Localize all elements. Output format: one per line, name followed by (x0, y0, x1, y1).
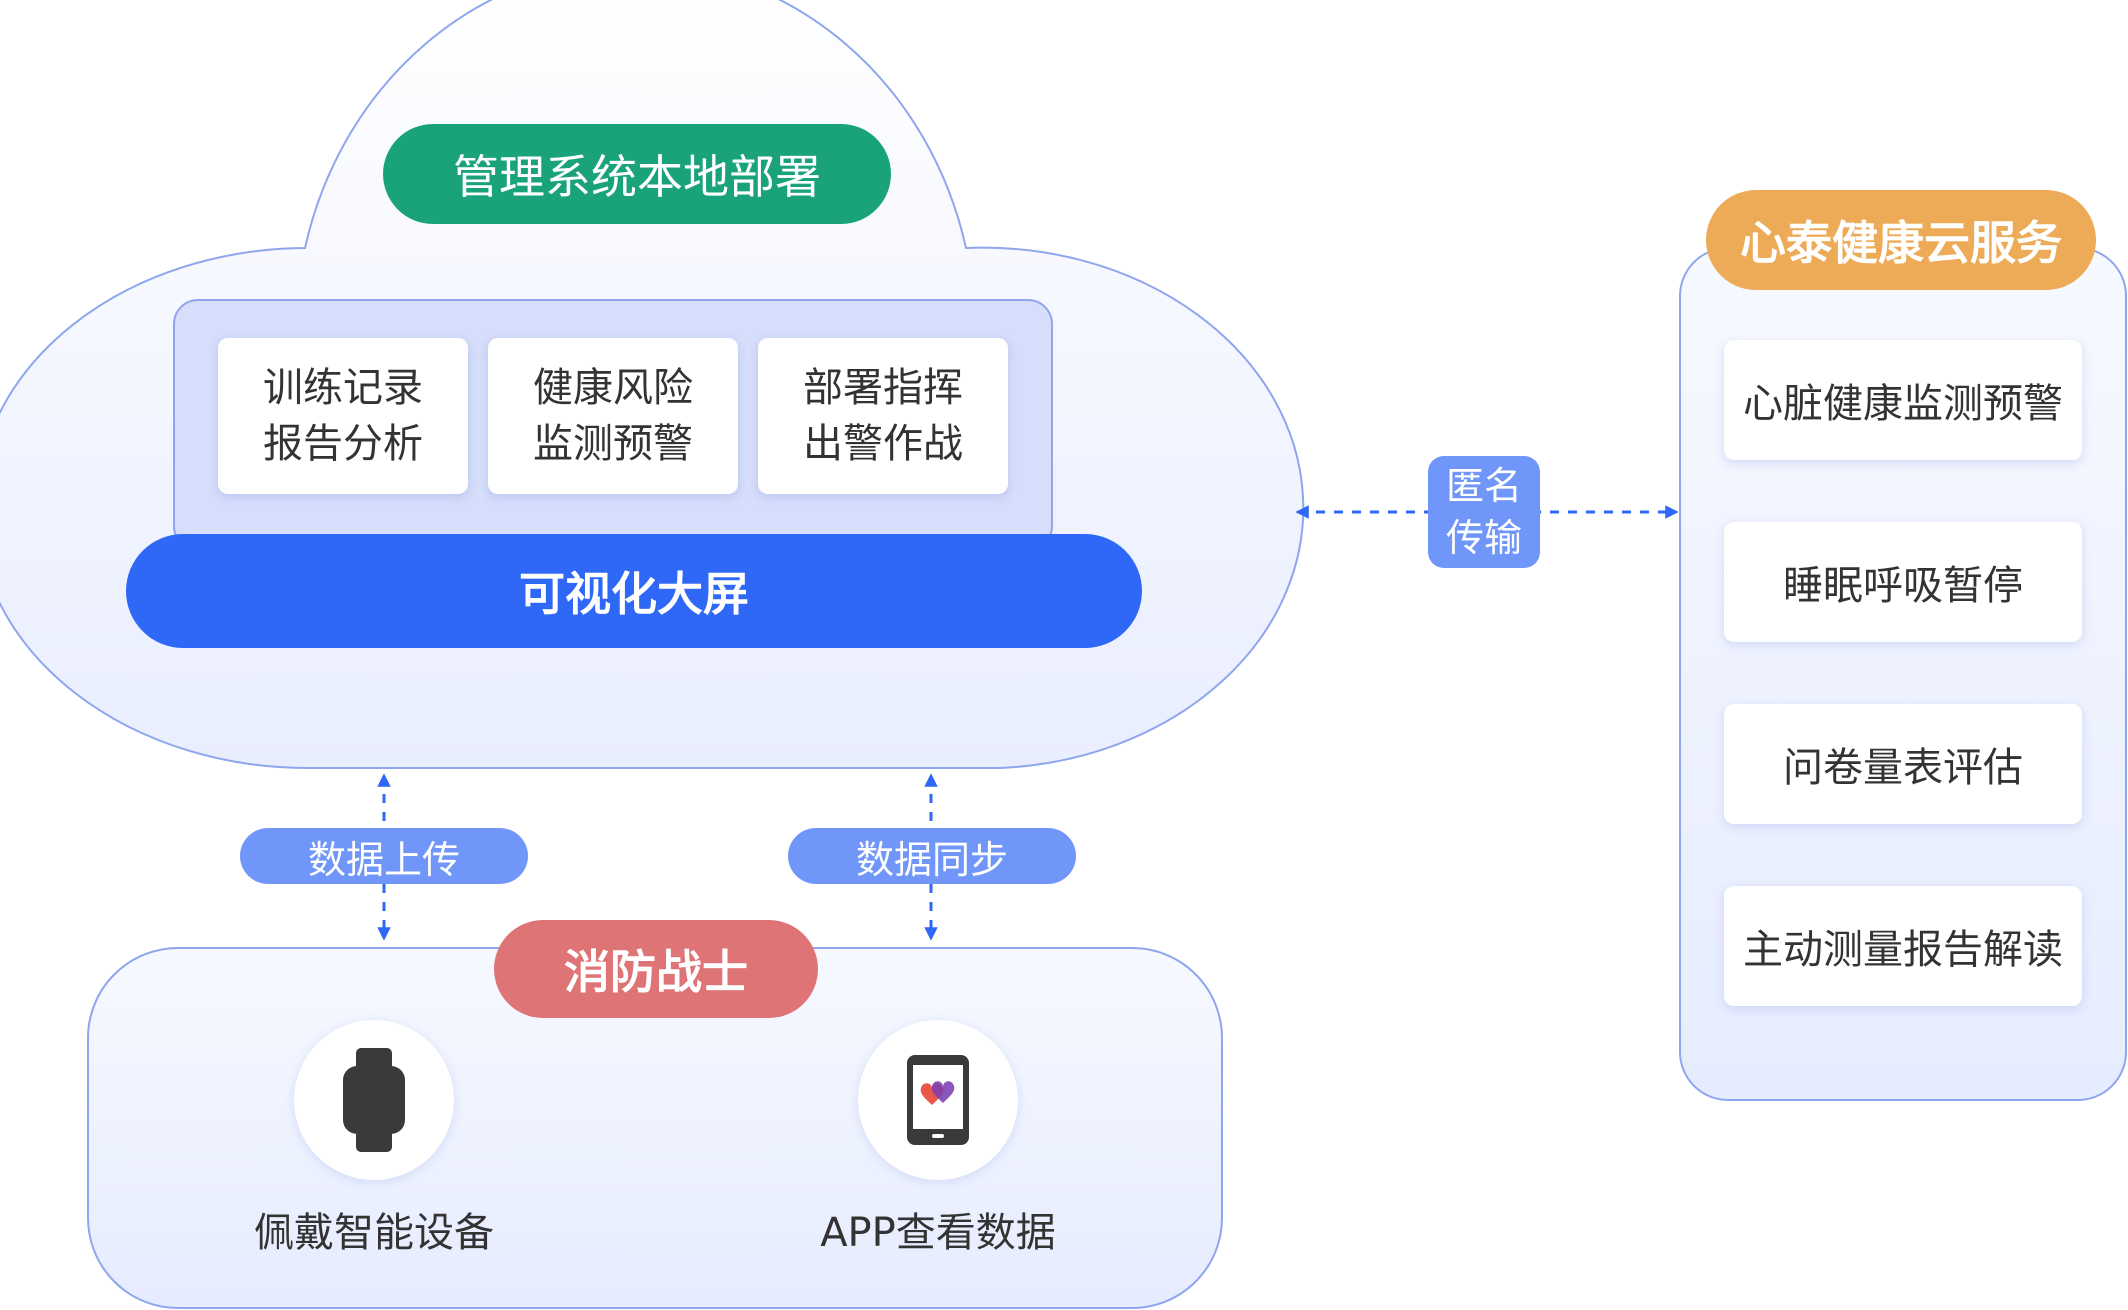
app-data-label: APP查看数据 (820, 1210, 1056, 1256)
module-card-health-risk: 健康风险 监测预警 (488, 338, 738, 494)
service-item-report-interpretation: 主动测量报告解读 (1724, 886, 2082, 1006)
data-upload-label: 数据上传 (240, 828, 528, 884)
service-item-sleep-apnea: 睡眠呼吸暂停 (1724, 522, 2082, 642)
phone-app-circle (858, 1020, 1018, 1180)
smartwatch-circle (294, 1020, 454, 1180)
firefighter-title: 消防战士 (494, 920, 818, 1018)
service-item-questionnaire: 问卷量表评估 (1724, 704, 2082, 824)
visual-screen-bar: 可视化大屏 (126, 534, 1142, 648)
module-card-training: 训练记录 报告分析 (218, 338, 468, 494)
module-card-command: 部署指挥 出警作战 (758, 338, 1008, 494)
wearable-device-label: 佩戴智能设备 (254, 1210, 494, 1256)
service-item-heart-monitoring: 心脏健康监测预警 (1724, 340, 2082, 460)
data-sync-label: 数据同步 (788, 828, 1076, 884)
cloud-service-title: 心泰健康云服务 (1706, 190, 2096, 290)
smartwatch-icon (343, 1048, 405, 1152)
management-title: 管理系统本地部署 (383, 124, 891, 224)
phone-heart-icon (907, 1055, 969, 1145)
anonymous-transfer-badge: 匿名 传输 (1428, 456, 1540, 568)
